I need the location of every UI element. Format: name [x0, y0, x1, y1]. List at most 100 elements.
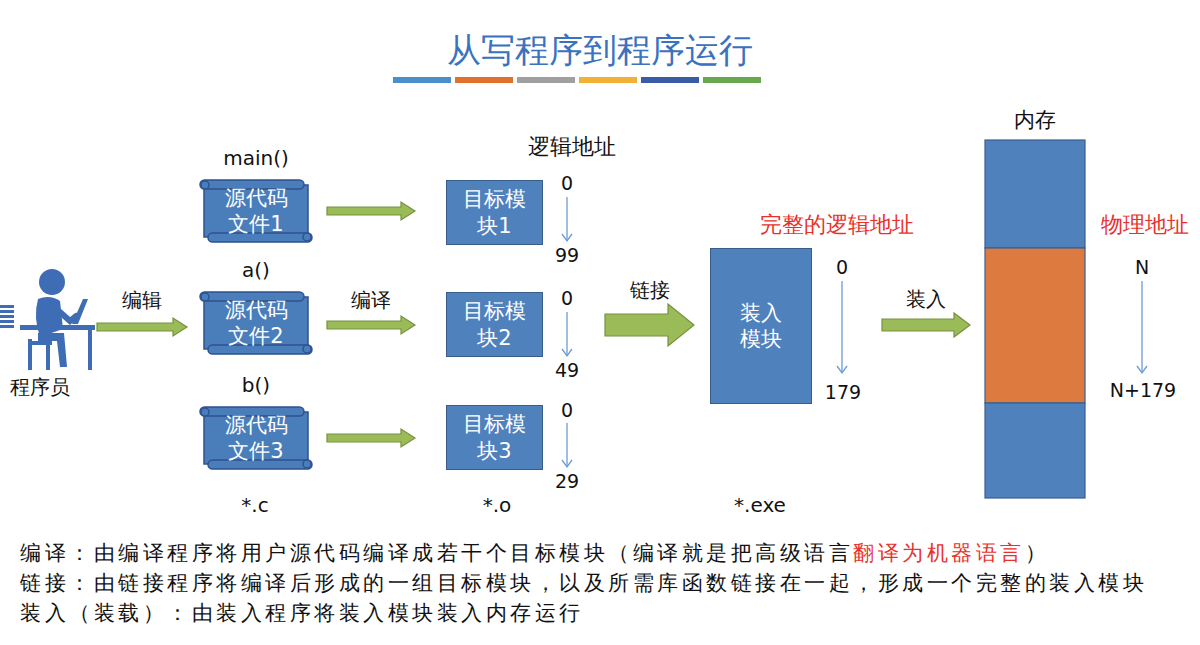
- object-module-box: 目标模 块1: [446, 180, 543, 245]
- note-line: 编译：由编译程序将用户源代码编译成若干个目标模块（编译就是把高级语言翻译为机器语…: [20, 539, 1049, 567]
- node-label: 目标模 块2: [447, 293, 542, 356]
- explanation-text: 链接：由链接程序将编译后形成的一组目标模块，以及所需库函数链接在一起，形成一个完…: [20, 571, 1147, 595]
- node-label: 源代码 文件2: [200, 290, 312, 356]
- source-file-scroll-outline: 源代码 文件2: [200, 290, 312, 356]
- range-arrow: [566, 197, 567, 241]
- range-arrow: [566, 312, 567, 356]
- memory-program-band: [985, 248, 1085, 403]
- arrow-head: [562, 234, 572, 241]
- step-label: 装入: [866, 287, 986, 311]
- address-label: 0: [467, 172, 667, 195]
- object-module-box-outline: 目标模 块1: [446, 180, 543, 245]
- scroll-curl: [201, 181, 209, 189]
- laptop: [72, 299, 88, 324]
- scroll-curl: [201, 408, 209, 416]
- memory-block-outline: [985, 140, 1085, 498]
- node-heading: 内存: [965, 103, 1105, 137]
- node-heading: b(): [180, 370, 332, 400]
- explanation-text: ）: [1025, 541, 1050, 565]
- node-heading: 程序员: [0, 373, 80, 401]
- step-label: 编辑: [82, 288, 202, 312]
- arrow-head: [562, 349, 572, 356]
- person-legs: [38, 333, 67, 367]
- address-label: 物理地址: [1045, 212, 1200, 238]
- diagram-title: 从写程序到程序运行: [0, 28, 1200, 72]
- address-label: N: [1042, 256, 1200, 279]
- title-color-bar: [393, 77, 761, 83]
- bar-segment: [641, 77, 699, 83]
- address-label: 49: [467, 359, 667, 382]
- chair-leg: [46, 345, 50, 370]
- desk-top: [20, 325, 95, 330]
- process-arrow: [327, 429, 415, 447]
- address-label: 179: [743, 381, 943, 404]
- paper-stack: [0, 310, 14, 313]
- process-arrow: [327, 202, 415, 220]
- programmer-icon: 程序员: [0, 265, 95, 400]
- address-label: 0: [467, 399, 667, 422]
- bar-segment: [393, 77, 451, 83]
- source-file-scroll: 源代码 文件3b(): [200, 370, 312, 471]
- range-arrow: [1141, 281, 1142, 373]
- programmer-icon-graphic: [0, 265, 95, 370]
- person-arm: [52, 305, 76, 321]
- node-label: 源代码 文件3: [200, 405, 312, 471]
- arrow-head: [562, 460, 572, 467]
- person-head: [39, 269, 65, 295]
- object-module-box-outline: 目标模 块3: [446, 405, 543, 470]
- address-label: 0: [742, 256, 942, 279]
- paper-stack: [0, 320, 14, 323]
- address-label: *.c: [155, 493, 355, 517]
- node-label: 装入 模块: [711, 249, 811, 403]
- note-line: 装入（装载）：由装入程序将装入模块装入内存运行: [20, 599, 584, 627]
- memory-free-band: [985, 403, 1085, 498]
- memory-bands: [985, 140, 1085, 498]
- source-file-scroll-outline: 源代码 文件3: [200, 405, 312, 471]
- step-label: 链接: [590, 278, 710, 302]
- step-label: 编译: [311, 288, 431, 312]
- memory-block-graphic: [985, 140, 1085, 498]
- scroll-curl: [303, 233, 311, 241]
- paper-stack: [0, 315, 14, 318]
- node-heading: main(): [180, 143, 332, 173]
- address-label: 逻辑地址: [472, 134, 672, 160]
- source-file-scroll: 源代码 文件2a(): [200, 255, 312, 356]
- source-file-scroll: 源代码 文件1main(): [200, 143, 312, 244]
- arrow-head: [837, 366, 847, 373]
- explanation-text: 翻译为机器语言: [853, 541, 1025, 565]
- address-label: N+179: [1043, 379, 1200, 402]
- chair-seat: [28, 341, 52, 345]
- load-module-box: 装入 模块: [710, 248, 812, 404]
- object-module-box: 目标模 块2: [446, 292, 543, 357]
- paper-stack: [0, 305, 14, 308]
- arrow-head: [1137, 366, 1147, 373]
- scroll-curl: [201, 293, 209, 301]
- object-module-box: 目标模 块3: [446, 405, 543, 470]
- process-arrow: [882, 313, 970, 337]
- bar-segment: [455, 77, 513, 83]
- note-line: 链接：由链接程序将编译后形成的一组目标模块，以及所需库函数链接在一起，形成一个完…: [20, 569, 1147, 597]
- object-module-box-outline: 目标模 块2: [446, 292, 543, 357]
- range-arrow: [841, 281, 842, 373]
- process-arrow: [605, 304, 694, 346]
- address-label: 29: [467, 470, 667, 493]
- node-label: 源代码 文件1: [200, 178, 312, 244]
- programmer-icon-outline: [0, 265, 95, 370]
- node-label: 目标模 块3: [447, 406, 542, 469]
- address-label: 完整的逻辑地址: [737, 212, 937, 238]
- scroll-curl: [303, 460, 311, 468]
- bar-segment: [703, 77, 761, 83]
- person-torso: [36, 297, 63, 337]
- source-file-scroll-outline: 源代码 文件1: [200, 178, 312, 244]
- desk-leg: [88, 330, 92, 370]
- process-arrow: [327, 316, 415, 334]
- load-module-box-outline: 装入 模块: [710, 248, 812, 404]
- memory-block: 内存: [985, 103, 1085, 498]
- memory-free-band: [985, 140, 1085, 248]
- programmer-figure: [0, 269, 95, 370]
- explanation-text: 编译：由编译程序将用户源代码编译成若干个目标模块（编译就是把高级语言: [20, 541, 853, 565]
- address-label: *.o: [397, 493, 597, 517]
- explanation-text: 装入（装载）：由装入程序将装入模块装入内存运行: [20, 601, 584, 625]
- node-heading: a(): [180, 255, 332, 285]
